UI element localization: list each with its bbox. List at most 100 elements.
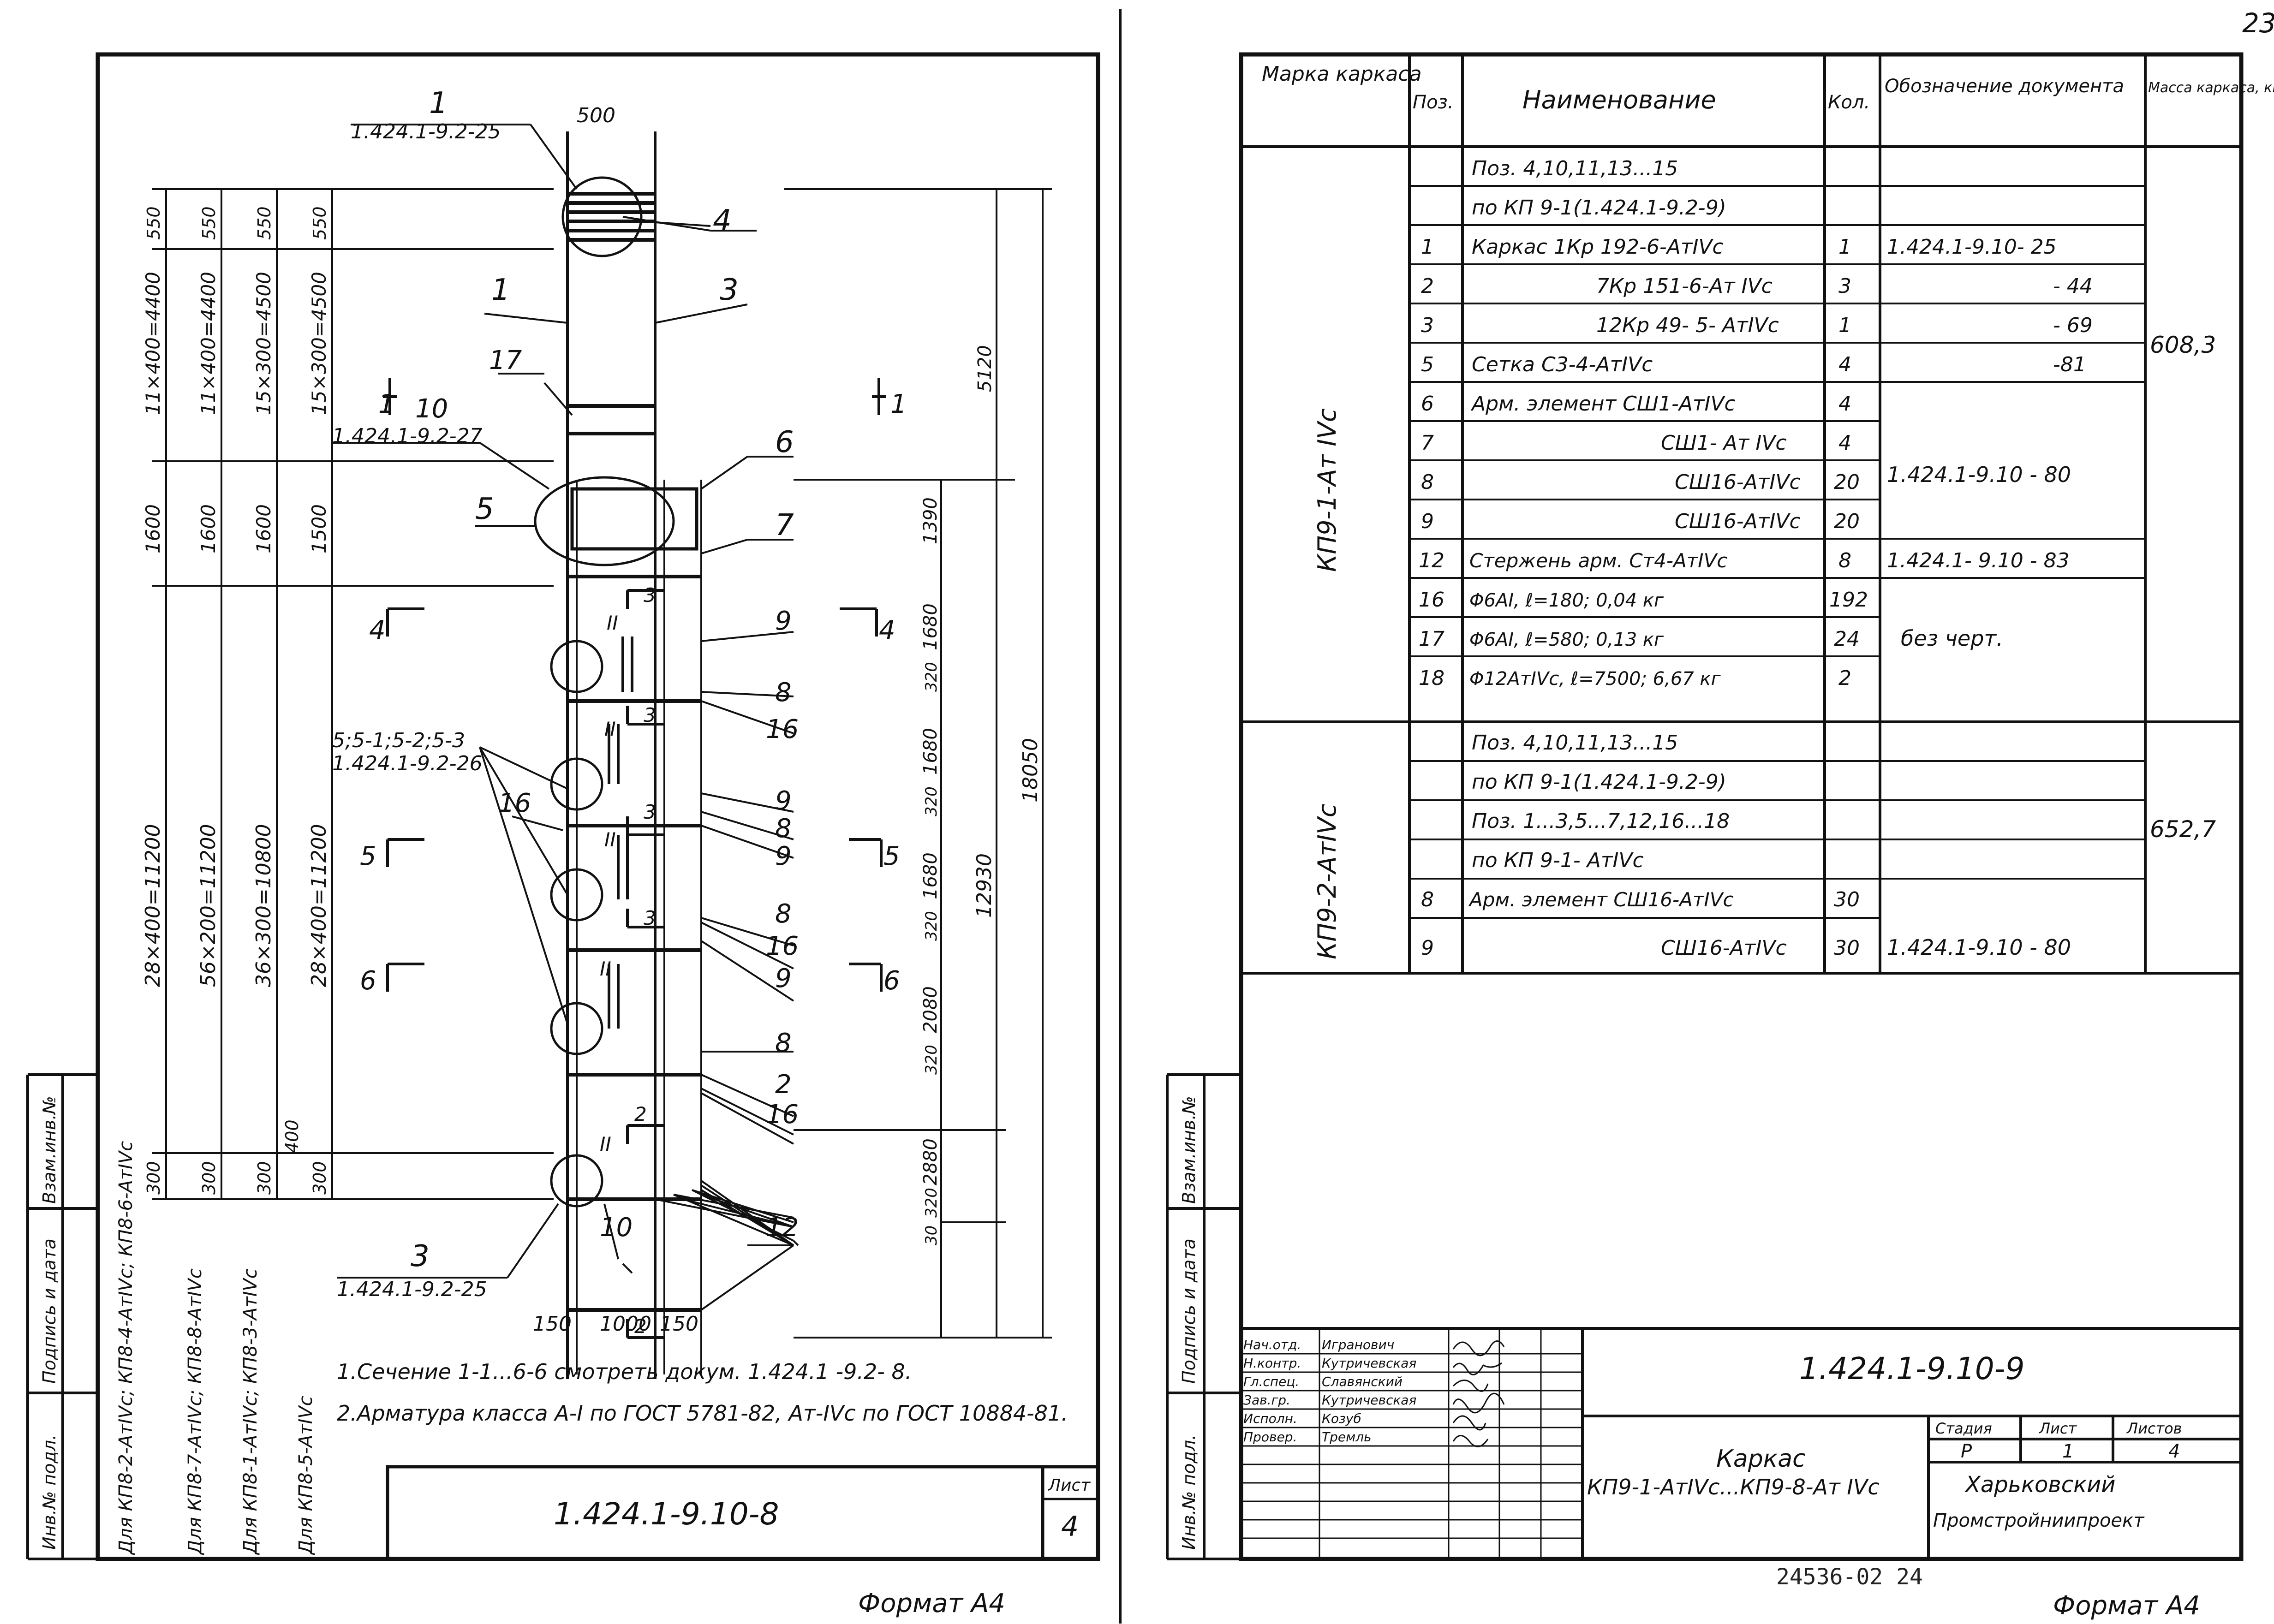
svg-text:2: 2 bbox=[1421, 274, 1434, 298]
group1-mass: 608,3 bbox=[2150, 332, 2216, 358]
dim-12930: 12930 bbox=[973, 853, 996, 918]
svg-text:30: 30 bbox=[1834, 936, 1860, 960]
callout-9b: 9 bbox=[775, 786, 792, 816]
section-5-left: 5 bbox=[360, 841, 376, 871]
dim-320b: 320 bbox=[922, 786, 941, 816]
callout-16c: 16 bbox=[766, 931, 799, 961]
section-markers bbox=[383, 378, 886, 1339]
stamp-person-row: Исполн.Козуб bbox=[1243, 1411, 1361, 1426]
table-row: 17 Φ6АI, ℓ=580; 0,13 кг 24 bbox=[1419, 627, 1860, 651]
right-frame bbox=[1239, 52, 2244, 1561]
svg-text:16: 16 bbox=[1419, 588, 1444, 612]
section-4-left: 4 bbox=[369, 615, 386, 645]
dim-col2-foot: 300 bbox=[199, 1161, 219, 1195]
svg-text:192: 192 bbox=[1829, 588, 1868, 612]
corner-page-number: 23 bbox=[2242, 7, 2274, 39]
note-2: 2.Арматура класса А-I по ГОСТ 5781-82, А… bbox=[337, 1401, 1068, 1426]
section-1-left: 1 bbox=[378, 389, 395, 419]
svg-text:2: 2 bbox=[1838, 666, 1851, 690]
section-6-left: 6 bbox=[360, 966, 376, 996]
dim-col1-low: 1600 bbox=[142, 504, 164, 553]
svg-text:12Кр 49- 5- АтIVс: 12Кр 49- 5- АтIVс bbox=[1596, 314, 1779, 337]
callout-3: 3 bbox=[720, 273, 739, 307]
svg-text:Сетка С3-4-АтIVс: Сетка С3-4-АтIVс bbox=[1472, 353, 1653, 376]
left-stamp-sheet-number: 4 bbox=[1061, 1511, 1079, 1543]
dim-col1-bottom: 28×400=11200 bbox=[141, 824, 165, 987]
callout-16b: 16 bbox=[498, 788, 531, 818]
svg-text:СШ16-АтIVс: СШ16-АтIVс bbox=[1661, 936, 1787, 960]
svg-text:1.424.1-9.10- 25: 1.424.1-9.10- 25 bbox=[1887, 235, 2057, 259]
left-dimension-texts: 550 11×400=4400 1600 28×400=11200 300 55… bbox=[115, 206, 331, 1555]
callout-2: 2 bbox=[775, 1070, 792, 1100]
dim-col2-low: 1600 bbox=[197, 504, 220, 553]
dim-320e: 320 bbox=[922, 1188, 941, 1218]
svg-text:5: 5 bbox=[1421, 353, 1434, 376]
right-format-label: Формат А4 bbox=[2053, 1591, 2200, 1621]
section-1-right: 1 bbox=[890, 389, 907, 419]
svg-text:Нач.отд.: Нач.отд. bbox=[1243, 1337, 1301, 1352]
stamp-people: Нач.отд.Игранович Н.контр.Кутричевская Г… bbox=[1243, 1337, 1416, 1445]
table-row: по КП 9-1(1.424.1-9.2-9) bbox=[1472, 770, 1726, 794]
stamp-org-2: Промстройниипроект bbox=[1933, 1510, 2145, 1531]
svg-text:20: 20 bbox=[1834, 510, 1860, 533]
callout-17: 17 bbox=[489, 345, 522, 375]
left-stamp-code: 1.424.1-9.10-8 bbox=[554, 1496, 779, 1532]
section-II-3: II bbox=[604, 828, 616, 851]
header-pos: Поз. bbox=[1413, 92, 1454, 113]
dim-1680a: 1680 bbox=[920, 603, 941, 650]
dim-320c: 320 bbox=[922, 911, 941, 941]
section-II-1: II bbox=[607, 612, 618, 634]
dim-col2-mid: 11×400=4400 bbox=[197, 272, 220, 415]
stamp-org-1: Харьковский bbox=[1964, 1472, 2115, 1498]
dim-1680b: 1680 bbox=[920, 728, 941, 775]
dim-2080: 2080 bbox=[920, 986, 941, 1033]
table-row: 9 СШ16-АтIVс 30 bbox=[1421, 936, 1860, 960]
svg-text:СШ16-АтIVс: СШ16-АтIVс bbox=[1675, 470, 1801, 494]
svg-text:Козуб: Козуб bbox=[1322, 1411, 1361, 1426]
section-3a: 3 bbox=[644, 584, 656, 607]
callout-16d: 16 bbox=[766, 1100, 799, 1130]
stamp-sheets: 4 bbox=[2168, 1441, 2180, 1462]
svg-text:Φ6АI, ℓ=580; 0,13 кг: Φ6АI, ℓ=580; 0,13 кг bbox=[1469, 629, 1664, 650]
table-row: Поз. 4,10,11,13...15 bbox=[1472, 731, 1678, 755]
svg-text:1: 1 bbox=[1421, 235, 1434, 259]
svg-text:24: 24 bbox=[1834, 627, 1860, 651]
group1-rows: Поз. 4,10,11,13...15 по КП 9-1(1.424.1-9… bbox=[1419, 157, 2093, 690]
callout-1-top: 1 bbox=[429, 86, 448, 120]
svg-text:Кутричевская: Кутричевская bbox=[1322, 1392, 1416, 1408]
column-label-2: Для КП8-7-АтIVс; КП8-8-АтIVс bbox=[185, 1268, 206, 1555]
dim-1390: 1390 bbox=[920, 497, 941, 544]
svg-text:Поз. 1...3,5...7,12,16...18: Поз. 1...3,5...7,12,16...18 bbox=[1472, 809, 1730, 833]
dim-320a: 320 bbox=[922, 662, 941, 692]
dim-col3-extra-400: 400 bbox=[282, 1119, 302, 1153]
svg-text:Арм. элемент СШ1-АтIVс: Арм. элемент СШ1-АтIVс bbox=[1470, 392, 1736, 416]
svg-text:1: 1 bbox=[1838, 235, 1851, 259]
header-mass: Масса каркаса, кг bbox=[2148, 80, 2274, 96]
dim-col3-bottom: 36×300=10800 bbox=[252, 824, 275, 987]
svg-text:9: 9 bbox=[1421, 936, 1434, 960]
signatures bbox=[1452, 1340, 1505, 1447]
svg-text:17: 17 bbox=[1419, 627, 1444, 651]
svg-text:4: 4 bbox=[1838, 353, 1851, 376]
svg-text:Гл.спец.: Гл.спец. bbox=[1243, 1374, 1299, 1389]
svg-text:1.424.1- 9.10 - 83: 1.424.1- 9.10 - 83 bbox=[1887, 549, 2070, 572]
svg-text:20: 20 bbox=[1834, 470, 1860, 494]
dim-320d: 320 bbox=[922, 1045, 941, 1075]
callout-8a: 8 bbox=[775, 678, 792, 708]
dim-col3-mid: 15×300=4500 bbox=[252, 272, 275, 415]
callout-4: 4 bbox=[713, 204, 732, 238]
left-stamp-sheet-label: Лист bbox=[1047, 1476, 1091, 1495]
table-row: по КП 9-1- АтIVс bbox=[1472, 849, 1644, 872]
section-3d: 3 bbox=[644, 907, 656, 929]
dim-col2-bottom: 56×200=11200 bbox=[197, 824, 220, 987]
group2-doc-merged: 1.424.1-9.10 - 80 bbox=[1887, 935, 2071, 960]
header-mark-l1: Марка каркаса bbox=[1262, 62, 1422, 86]
callout-8b: 8 bbox=[775, 814, 792, 844]
callout-8d: 8 bbox=[775, 1028, 792, 1058]
svg-text:4: 4 bbox=[1838, 392, 1851, 416]
